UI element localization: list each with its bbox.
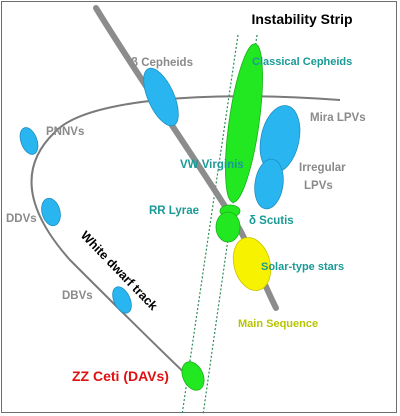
zz-ceti-region [181, 361, 205, 391]
label-beta-cepheids: β Cepheids [131, 57, 193, 69]
beta-cepheids-region [143, 67, 179, 127]
classical-cepheids-region [225, 43, 263, 203]
label-classical-cepheids: Classical Cepheids [252, 56, 352, 68]
dbvs-region [112, 286, 132, 314]
label-zz-ceti: ZZ Ceti (DAVs) [72, 368, 169, 384]
pnnvs-region [19, 127, 39, 155]
diagram-title: Instability Strip [251, 11, 352, 27]
label-main-sequence: Main Sequence [238, 318, 318, 330]
instability-strip-left-line [181, 34, 239, 416]
delta-scutis-region [215, 211, 241, 243]
white-dwarf-track-line [30, 95, 341, 381]
label-mira-lpvs: Mira LPVs [310, 112, 366, 124]
label-solar-type-stars: Solar-type stars [261, 261, 344, 273]
solar-type-stars-region [232, 237, 272, 291]
ddvs-region [41, 197, 61, 227]
label-pnnvs: PNNVs [46, 126, 84, 138]
label-ddvs: DDVs [6, 213, 37, 225]
label-irregular-lpvs-line1: Irregular [299, 162, 346, 174]
label-irregular-lpvs-line2: LPVs [304, 180, 333, 192]
label-vw-virginis: VW Virginis [180, 159, 244, 171]
irregular-lpvs-region [254, 158, 284, 210]
label-dbvs: DBVs [62, 290, 93, 302]
label-rr-lyrae: RR Lyrae [149, 205, 199, 217]
label-delta-scutis: δ Scutis [249, 215, 294, 227]
